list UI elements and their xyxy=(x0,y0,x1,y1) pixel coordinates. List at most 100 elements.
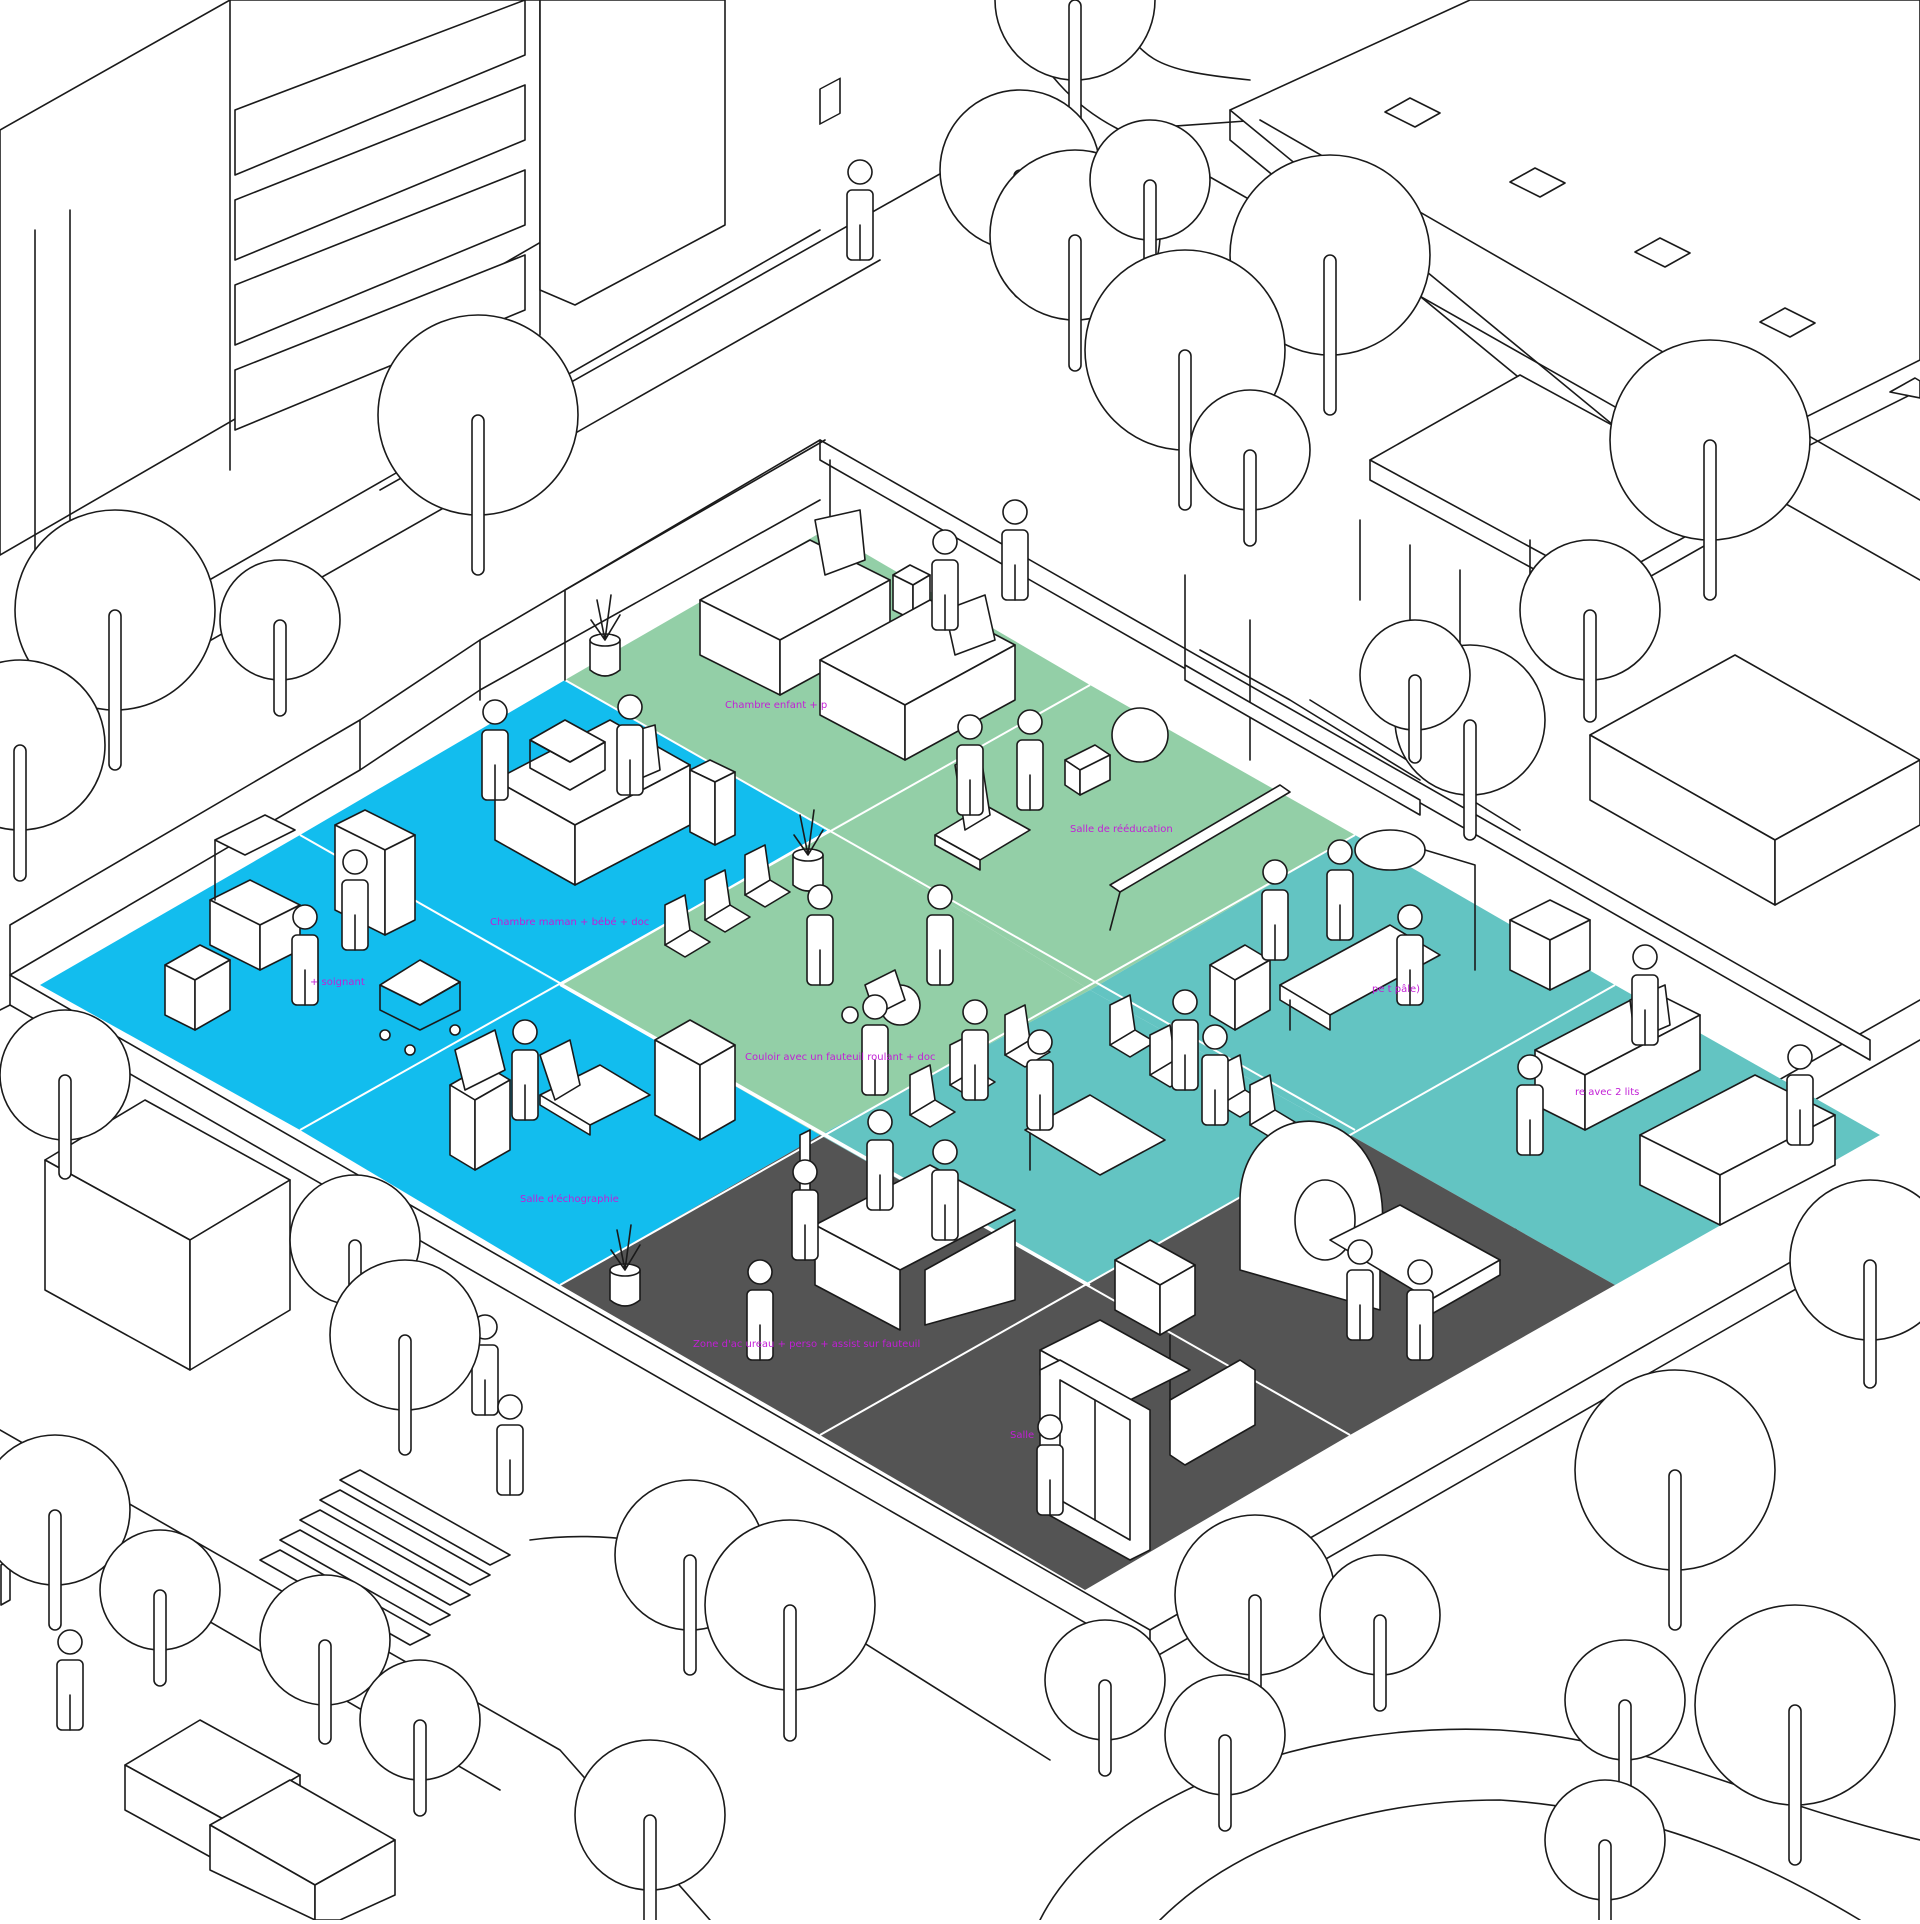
surgical-lamp xyxy=(1354,829,1476,971)
tree xyxy=(0,1009,131,1180)
tree xyxy=(704,1519,876,1742)
tree xyxy=(0,1434,131,1631)
person-figure xyxy=(1026,1029,1054,1131)
skylights xyxy=(1384,97,1920,399)
person-figure xyxy=(1036,1414,1064,1516)
furniture-and-people xyxy=(56,77,1836,1731)
person-figure xyxy=(846,159,874,261)
person-figure xyxy=(1261,859,1289,961)
tree xyxy=(1044,1619,1166,1777)
ultrasound-machine xyxy=(449,1029,511,1171)
person-figure xyxy=(956,714,984,816)
person-figure xyxy=(1786,1044,1814,1146)
person-figure xyxy=(496,1394,524,1496)
person-figure xyxy=(961,999,989,1101)
sink-unit xyxy=(1509,899,1591,991)
person-figure xyxy=(926,884,954,986)
tree xyxy=(1229,154,1431,416)
label-pale-patient: pe t pâle) xyxy=(1372,983,1420,995)
person-figure xyxy=(1346,1239,1374,1341)
label-nurses: + soignant xyxy=(310,977,365,988)
baby-crib-1 xyxy=(529,719,606,791)
tree xyxy=(994,0,1156,129)
tree xyxy=(259,1574,391,1745)
box-right xyxy=(1589,654,1920,906)
box-left xyxy=(44,1099,291,1371)
person-figure xyxy=(1326,839,1354,941)
tree xyxy=(1519,539,1661,723)
tree xyxy=(99,1529,221,1687)
person-figure xyxy=(931,529,959,631)
ultrasound-bed xyxy=(539,1039,651,1136)
label-salle: Salle xyxy=(1010,1430,1034,1441)
person-figure xyxy=(1016,709,1044,811)
reception-desk xyxy=(799,1129,1016,1331)
tree xyxy=(359,1659,481,1817)
person-figure xyxy=(56,1629,84,1731)
tree xyxy=(1789,1179,1920,1389)
tree xyxy=(1319,1554,1441,1712)
tree xyxy=(1564,1639,1686,1797)
tree xyxy=(1609,339,1811,601)
bed-child-1 xyxy=(699,77,891,696)
label-rehab: Salle de rééducation xyxy=(1070,823,1173,835)
balance-beam xyxy=(1109,784,1291,931)
person-figure xyxy=(931,1139,959,1241)
tree xyxy=(1089,119,1211,277)
building-top-left xyxy=(0,0,726,576)
cabinet-mother xyxy=(689,759,736,846)
person-figure xyxy=(291,904,319,1006)
cabinet-nursery xyxy=(164,944,231,1031)
tree xyxy=(377,314,579,576)
rehab-cabinet xyxy=(1064,744,1111,796)
label-mother-room: Chambre maman + bébé + doc xyxy=(490,916,649,928)
person-figure xyxy=(791,1159,819,1261)
person-figure xyxy=(1201,1024,1229,1126)
label-two-beds: re avec 2 lits xyxy=(1575,1087,1639,1098)
tree xyxy=(1544,1779,1666,1924)
person-figure xyxy=(481,699,509,801)
people-figures xyxy=(56,159,1814,1731)
mri-scanner xyxy=(1239,1120,1501,1316)
person-figure xyxy=(1516,1054,1544,1156)
corridor-chairs xyxy=(664,844,791,958)
changing-table xyxy=(209,814,301,971)
tree xyxy=(1574,1369,1776,1631)
person-figure xyxy=(861,994,889,1096)
tree xyxy=(14,509,216,771)
label-corridor: Couloir avec un fauteuil roulant + doc xyxy=(745,1052,935,1063)
tree xyxy=(574,1739,726,1924)
cabinet-patient xyxy=(1209,944,1271,1031)
tree xyxy=(1359,619,1471,764)
person-figure xyxy=(1396,904,1424,1006)
tree xyxy=(1164,1674,1286,1832)
tree xyxy=(1694,1604,1896,1866)
tree xyxy=(219,559,341,717)
waiting-table xyxy=(1024,1094,1166,1176)
tree xyxy=(329,1259,481,1456)
gym-ball xyxy=(1111,707,1169,763)
tree xyxy=(0,659,106,882)
plant-1 xyxy=(589,594,621,677)
person-figure xyxy=(1406,1259,1434,1361)
person-figure xyxy=(341,849,369,951)
person-figure xyxy=(866,1109,894,1211)
label-reception: Zone d'ac ureau + perso + assist sur fau… xyxy=(693,1339,920,1350)
bed-child-2 xyxy=(819,594,1016,761)
wheelchair xyxy=(841,969,921,1026)
baby-trolley xyxy=(379,959,461,1056)
cabinet-ultrasound xyxy=(654,1019,736,1141)
label-child-room: Chambre enfant + p xyxy=(725,700,827,711)
building-envelope xyxy=(0,439,1891,1661)
person-figure xyxy=(1001,499,1029,601)
label-ultrasound: Salle d'échographie xyxy=(520,1193,619,1205)
room-labels: Chambre enfant + p Chambre maman + bébé … xyxy=(310,700,1639,1441)
person-figure xyxy=(511,1019,539,1121)
person-figure xyxy=(1171,989,1199,1091)
plant-3 xyxy=(609,1224,641,1307)
person-figure xyxy=(806,884,834,986)
